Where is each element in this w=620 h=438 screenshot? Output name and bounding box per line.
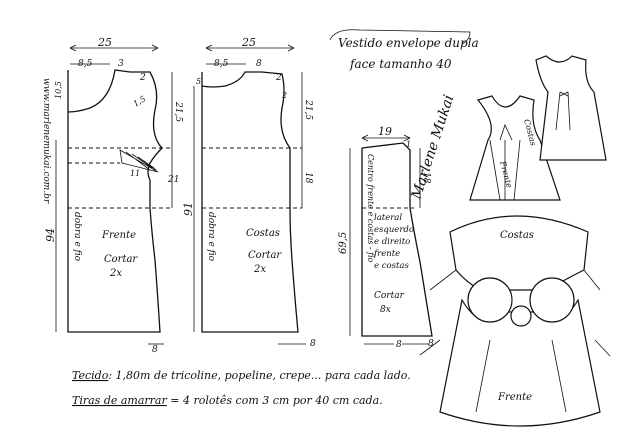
side-hem-left: 8	[396, 340, 402, 350]
side-width-top: 19	[378, 125, 392, 138]
back-waist-length: 18	[303, 172, 313, 184]
ties-key: Tiras de amarrar	[72, 394, 167, 407]
side-label-line-1: lateral	[374, 213, 402, 223]
small-front-dress-illustration: Frente	[469, 95, 561, 201]
front-armhole-depth: 21,5	[173, 101, 183, 122]
garment-right-tie	[583, 269, 611, 357]
side-length: 69,5	[338, 232, 349, 254]
ties-note: Tiras de amarrar = 4 rolotês com 3 cm po…	[72, 394, 383, 407]
side-label-line-5: e costas	[374, 261, 409, 271]
side-label-line-3: e direito	[374, 237, 410, 247]
back-label-cut: Cortar	[248, 250, 282, 261]
title-line-1: Vestido envelope dupla	[338, 36, 479, 50]
signature: Marlene Mukai	[408, 93, 457, 202]
side-piece-outline	[361, 142, 433, 337]
side-label-line-2: esquerdo	[374, 225, 414, 235]
back-neck-width: 8,5	[214, 59, 229, 69]
back-shoulder: 8	[256, 59, 262, 69]
front-neck-width: 8,5	[78, 59, 93, 69]
side-label-cut: Cortar	[374, 291, 405, 301]
front-armhole-curve: 1,5	[132, 94, 148, 108]
front-dart	[119, 149, 159, 173]
side-hem-right: 8	[428, 339, 434, 349]
neck-opening	[510, 305, 532, 327]
back-shoulder-drop: 2	[275, 73, 282, 83]
garment-left-tie	[419, 269, 457, 356]
small-back-dress-illustration: Costas	[522, 55, 607, 161]
garment-back-panel	[449, 215, 589, 291]
front-label-cut: Cortar	[104, 254, 138, 265]
front-width-top: 25	[97, 36, 112, 49]
back-piece-outline	[201, 71, 299, 333]
website-text: www.marlenemukai.com.br	[41, 78, 51, 204]
front-dart-length: 11	[130, 169, 140, 178]
left-armhole	[467, 277, 513, 323]
fabric-key: Tecido	[72, 369, 109, 382]
front-shoulder: 3	[118, 59, 124, 69]
front-label-qty: 2x	[109, 268, 122, 279]
title-block: Vestido envelope dupla face tamanho 40	[329, 29, 479, 71]
side-waist-length: 18	[421, 172, 431, 184]
back-length: 91	[182, 202, 195, 216]
back-armhole-depth: 21,5	[303, 99, 313, 120]
front-shoulder-drop: 2	[139, 73, 146, 83]
ties-text: = 4 rolotês com 3 cm por 40 cm cada.	[167, 394, 383, 407]
back-neck-depth: 5	[196, 77, 201, 86]
back-label-name: Costas	[246, 228, 280, 239]
right-armhole	[529, 277, 575, 323]
front-neck-depth: 10,5	[54, 81, 63, 99]
large-back-label: Costas	[500, 230, 534, 241]
front-waist-length: 21	[167, 175, 179, 185]
front-label-name: Frente	[101, 230, 136, 241]
fabric-text: : 1,80m de tricoline, popeline, crepe...…	[108, 369, 410, 382]
side-pattern-piece: 19 1 18 69,5 Centro frente e costas - fi…	[338, 125, 434, 350]
notes-block: Tecido: 1,80m de tricoline, popeline, cr…	[72, 369, 411, 407]
front-fold-label: dobra e fio	[72, 212, 82, 262]
fabric-note: Tecido: 1,80m de tricoline, popeline, cr…	[72, 369, 411, 382]
large-open-garment-illustration: Costas Frente	[419, 215, 611, 427]
side-label-line-4: frente	[373, 249, 400, 259]
back-hem: 8	[310, 339, 316, 349]
front-piece-outline	[67, 69, 163, 333]
large-front-label: Frente	[497, 392, 532, 403]
back-fold-label: dobra e fio	[206, 212, 216, 262]
front-pattern-piece: 25 8,5 3 2 10,5 1,5 21,5 21 11 94 dobra …	[44, 36, 183, 355]
back-pattern-piece: 25 8,5 8 2 5 2 21,5 18 91 dobra e fio Co…	[182, 36, 316, 349]
back-label-qty: 2x	[253, 264, 266, 275]
title-line-2: face tamanho 40	[349, 57, 452, 71]
back-armhole-curve: 2	[281, 91, 287, 100]
side-top-drop: 1	[406, 140, 411, 149]
side-fold-label: Centro frente e costas - fio	[366, 154, 375, 262]
front-length: 94	[44, 228, 57, 242]
side-label-qty: 8x	[380, 305, 391, 315]
front-hem: 8	[152, 345, 158, 355]
back-width-top: 25	[241, 36, 256, 49]
